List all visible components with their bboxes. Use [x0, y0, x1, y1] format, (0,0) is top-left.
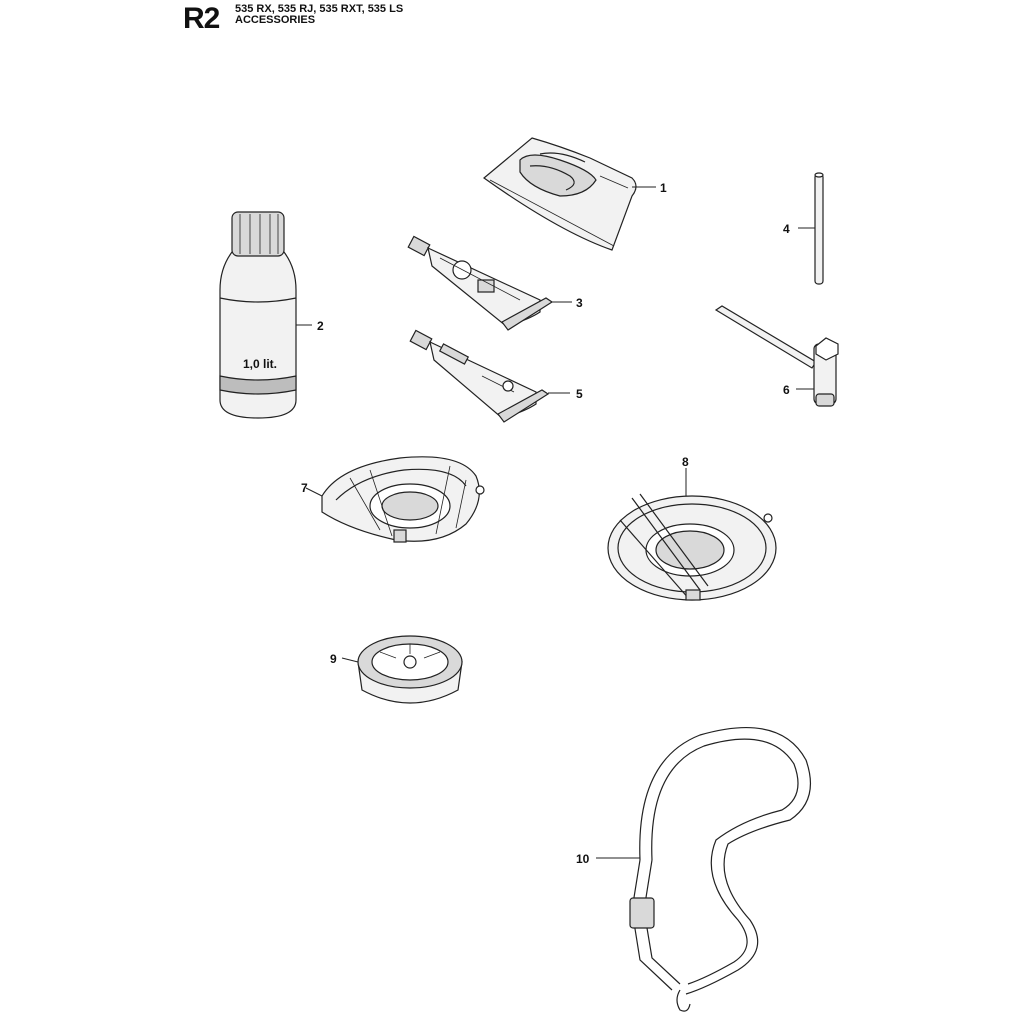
- callout-8: 8: [682, 455, 689, 469]
- oil-bottle-icon[interactable]: [219, 211, 297, 419]
- model-list: 535 RX, 535 RJ, 535 RXT, 535 LS: [235, 3, 404, 15]
- grease-tube-icon[interactable]: [407, 235, 554, 331]
- trimmer-guard-icon[interactable]: [321, 456, 485, 543]
- section-title: ACCESSORIES: [235, 14, 316, 26]
- callout-7: 7: [301, 481, 308, 495]
- callout-2: 2: [317, 319, 324, 333]
- callout-3: 3: [576, 296, 583, 310]
- support-cup-icon[interactable]: [357, 635, 463, 704]
- tool-bag-icon[interactable]: [483, 137, 637, 251]
- pin-rod-icon[interactable]: [814, 172, 824, 285]
- callout-9: 9: [330, 652, 337, 666]
- harness-strap-icon[interactable]: [629, 726, 812, 1012]
- socket-wrench-icon[interactable]: [714, 305, 839, 407]
- callout-1: 1: [660, 181, 667, 195]
- page-code: R2: [183, 2, 220, 35]
- callout-4: 4: [783, 222, 790, 236]
- callout-10: 10: [576, 852, 590, 866]
- blade-guard-icon[interactable]: [607, 493, 777, 601]
- bottle-volume-label: 1,0 lit.: [243, 357, 277, 371]
- callout-6: 6: [783, 383, 790, 397]
- grease-tube-icon[interactable]: [409, 329, 550, 423]
- callout-5: 5: [576, 387, 583, 401]
